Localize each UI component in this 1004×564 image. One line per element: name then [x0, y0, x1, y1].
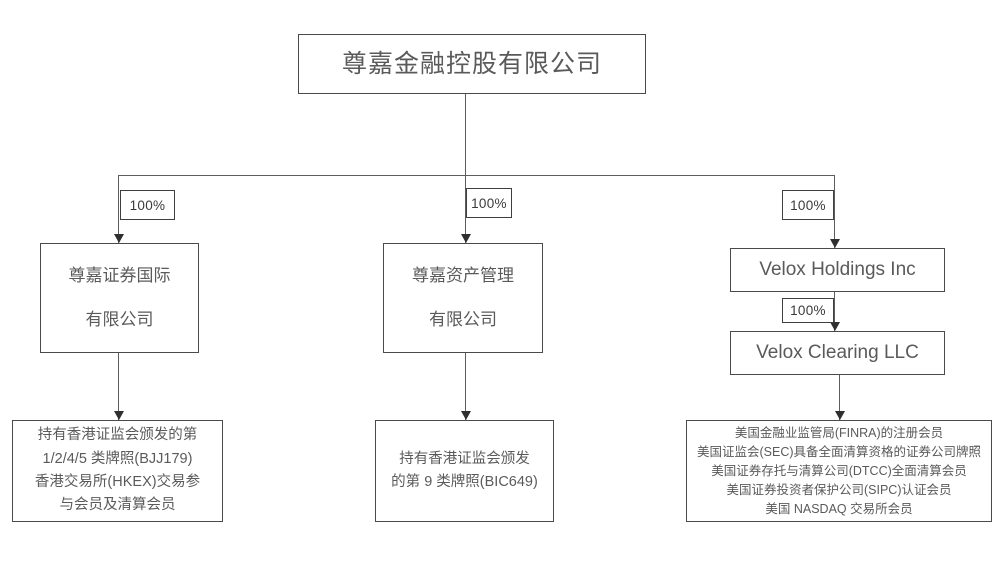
connector-branch-asset [465, 175, 466, 243]
securities-license-line4: 与会员及清算会员 [59, 497, 176, 514]
connector-velox-holdings-clearing [834, 292, 835, 331]
ownership-label-asset: 100% [466, 188, 512, 218]
connector-securities-detail [118, 353, 119, 420]
node-velox-clearing-label: Velox Clearing LLC [756, 342, 919, 364]
connector-branch-securities [118, 175, 119, 243]
velox-membership-line3: 美国证券存托与清算公司(DTCC)全面清算会员 [711, 463, 967, 478]
arrowhead-asset [461, 234, 471, 243]
connector-root-stem [465, 94, 466, 175]
ownership-label-velox-holdings: 100% [782, 190, 834, 220]
ownership-label-securities: 100% [120, 190, 175, 220]
connector-distribution-bar [118, 175, 834, 176]
asset-license-line2: 的第 9 类牌照(BIC649) [391, 474, 538, 490]
securities-license-line1: 持有香港证监会颁发的第 [37, 427, 198, 444]
arrowhead-asset-detail [461, 411, 471, 420]
velox-membership-line1: 美国金融业监管局(FINRA)的注册会员 [734, 425, 944, 440]
node-velox-holdings-label: Velox Holdings Inc [759, 259, 916, 281]
velox-membership-line4: 美国证券投资者保护公司(SIPC)认证会员 [726, 482, 952, 497]
node-root-label: 尊嘉金融控股有限公司 [341, 49, 602, 78]
securities-license-line2: 1/2/4/5 类牌照(BJJ179) [42, 450, 193, 467]
node-asset-label-line1: 尊嘉资产管理 [412, 265, 514, 285]
node-asset-label-line2: 有限公司 [429, 310, 497, 329]
connector-velox-detail [839, 375, 840, 420]
arrowhead-velox-holdings [830, 239, 840, 248]
node-asset-management-subsidiary[interactable]: 尊嘉资产管理 有限公司 [383, 243, 543, 353]
velox-membership-line5: 美国 NASDAQ 交易所会员 [765, 501, 913, 516]
connector-branch-velox [834, 175, 835, 248]
arrowhead-securities [114, 234, 124, 243]
arrowhead-velox-detail [835, 411, 845, 420]
node-securities-label-line2: 有限公司 [85, 310, 154, 329]
asset-license-line1: 持有香港证监会颁发 [399, 450, 530, 467]
node-asset-licenses: 持有香港证监会颁发 的第 9 类牌照(BIC649) [375, 420, 554, 522]
connector-asset-detail [465, 353, 466, 420]
node-securities-subsidiary[interactable]: 尊嘉证券国际 有限公司 [40, 243, 199, 353]
velox-membership-line2: 美国证监会(SEC)具备全面清算资格的证券公司牌照 [696, 444, 982, 459]
securities-license-line3: 香港交易所(HKEX)交易参 [34, 474, 201, 490]
arrowhead-securities-detail [114, 411, 124, 420]
arrowhead-velox-clearing [830, 322, 840, 331]
node-securities-licenses: 持有香港证监会颁发的第 1/2/4/5 类牌照(BJJ179) 香港交易所(HK… [12, 420, 223, 522]
node-velox-holdings[interactable]: Velox Holdings Inc [730, 248, 945, 292]
node-root-holding-company[interactable]: 尊嘉金融控股有限公司 [298, 34, 646, 94]
node-securities-label-line1: 尊嘉证券国际 [68, 265, 171, 285]
node-velox-memberships: 美国金融业监管局(FINRA)的注册会员 美国证监会(SEC)具备全面清算资格的… [686, 420, 992, 522]
node-velox-clearing[interactable]: Velox Clearing LLC [730, 331, 945, 375]
ownership-label-velox-clearing: 100% [782, 298, 834, 323]
